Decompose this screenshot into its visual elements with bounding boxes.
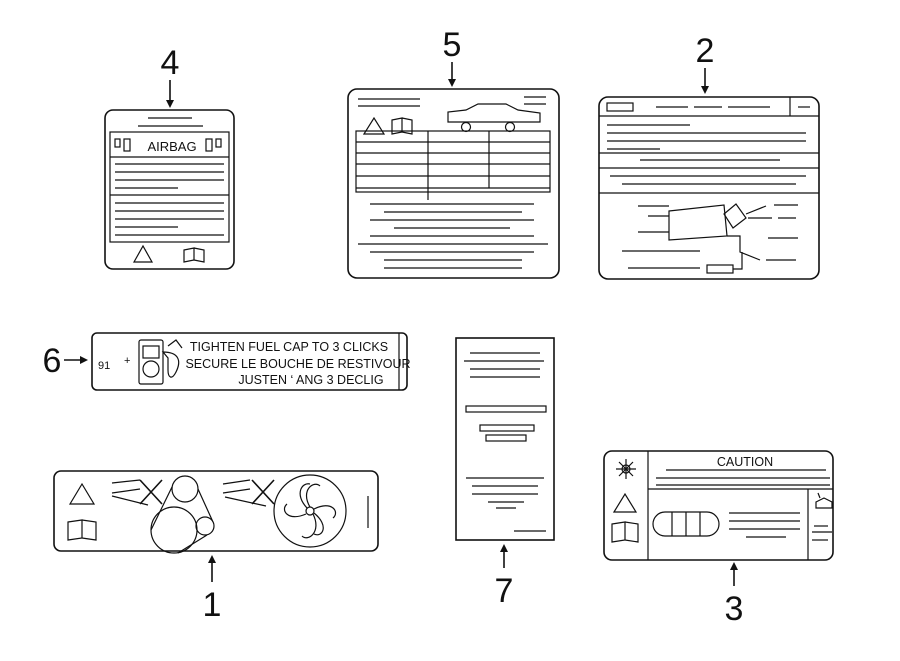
label-3-caution: CAUTION 3: [603, 450, 834, 628]
callout-5: 5: [443, 26, 462, 64]
vehicle-label-outline: [347, 88, 560, 279]
manual-book-icon: [67, 519, 97, 541]
warning-triangle-icon: [612, 492, 638, 513]
airbag-square-icon: [114, 138, 121, 148]
cross-mark-icon: [251, 479, 275, 505]
fuel-plus: +: [124, 355, 130, 367]
callout-7: 7: [495, 572, 514, 610]
belt-label-outline: [53, 470, 379, 552]
fuel-cap-label-outline: [91, 332, 408, 391]
callout-6: 6: [43, 342, 62, 380]
fuel-pump-icon: [138, 339, 164, 385]
callout-4: 4: [161, 44, 180, 82]
warning-triangle-icon: [132, 244, 154, 263]
oil-can-icon: [815, 492, 833, 509]
label-1-belt-routing: 1: [53, 470, 379, 624]
car-icon: [447, 103, 541, 123]
label-5-vehicle-info: 5: [347, 26, 560, 279]
fan-cooling-icon: [616, 459, 636, 479]
fuel-line-2: SECURE LE BOUCHE DE RESTIVOUR: [185, 357, 410, 371]
caution-title: CAUTION: [717, 455, 773, 469]
label-2-emission: 2: [598, 32, 820, 280]
info-table: [355, 130, 551, 193]
emission-label-outline: [598, 96, 820, 280]
callout-1: 1: [203, 586, 222, 624]
fuel-line-3: JUSTEN ‘ ANG 3 DECLIG: [238, 373, 383, 387]
fuel-octane: 91: [98, 360, 110, 372]
label-7-text: 7: [455, 337, 555, 610]
label-6-fuel-cap: 6 91 + TIGHTEN FUEL CAP TO 3 CLICKS SECU…: [43, 332, 411, 391]
manual-book-icon: [611, 521, 639, 543]
warning-triangle-icon: [68, 482, 96, 505]
text-label-outline: [455, 337, 555, 541]
callout-2: 2: [696, 32, 715, 70]
callout-3: 3: [725, 590, 744, 628]
cross-mark-icon: [139, 479, 163, 505]
airbag-label-outline: [104, 109, 235, 270]
label-4-airbag: 4 AIRBAG: [104, 44, 235, 270]
manual-book-icon: [183, 247, 205, 263]
airbag-text: AIRBAG: [147, 139, 196, 154]
warning-triangle-icon: [362, 116, 386, 135]
cooling-fan-icon: [273, 474, 347, 548]
fuel-line-1: TIGHTEN FUEL CAP TO 3 CLICKS: [190, 340, 388, 354]
manual-book-icon: [391, 117, 413, 135]
